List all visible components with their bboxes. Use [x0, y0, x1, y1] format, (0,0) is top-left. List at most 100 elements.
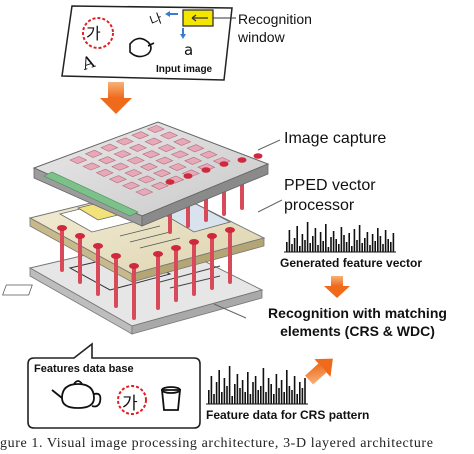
bar-mark [260, 386, 262, 404]
bar-mark [293, 376, 296, 404]
pixel-cell [184, 156, 203, 165]
bar-mark [249, 394, 252, 404]
bar-mark [379, 236, 382, 252]
pillar-contacts [57, 225, 235, 269]
bar-mark [288, 230, 291, 252]
bar-mark [325, 224, 327, 252]
figure-caption: gure 1. Visual image processing architec… [0, 436, 434, 451]
bar-mark [283, 392, 285, 404]
bar-mark [327, 247, 330, 252]
bar-mark [234, 384, 236, 404]
bar-mark [348, 233, 350, 252]
bar-mark [223, 378, 226, 404]
bar-mark [332, 231, 335, 252]
top-contacts [165, 153, 263, 185]
input-a-glyph: a [184, 41, 193, 59]
bar-mark [351, 246, 353, 252]
pixel-cell [135, 188, 154, 197]
input-ga-glyph: 가 [86, 24, 101, 43]
bar-mark [288, 386, 291, 404]
bar-mark [371, 234, 374, 252]
bar-mark [338, 244, 340, 252]
bar-mark [301, 388, 304, 404]
pixel-cell [155, 156, 174, 165]
bar-mark [330, 237, 332, 252]
pixel-cell [113, 150, 132, 159]
pixel-cell [212, 157, 231, 166]
pixel-cell [126, 156, 145, 165]
bar-mark [345, 242, 348, 252]
features-database-bubble [27, 342, 201, 429]
bar-mark [309, 243, 311, 252]
pixel-cell [153, 169, 172, 178]
bar-mark [273, 394, 275, 404]
bar-mark [267, 378, 270, 404]
pixel-cell [100, 143, 119, 152]
crs-feature-data-label: Feature data for CRS pattern [206, 408, 370, 422]
recognition-layer [2, 237, 264, 335]
bar-mark [296, 226, 298, 252]
bar-mark [304, 240, 306, 252]
bar-mark [241, 380, 244, 404]
bar-mark [296, 394, 298, 404]
callout-lines [213, 139, 283, 319]
bar-mark [247, 372, 249, 404]
bar-mark [257, 390, 259, 404]
cup-icon [161, 386, 181, 411]
bar-mark [340, 227, 343, 252]
bar-mark [358, 225, 361, 252]
generated-feature-vector-bars [286, 222, 395, 252]
pixel-cell [157, 144, 176, 153]
pped-processor-label: PPED vector processor [284, 177, 376, 214]
bar-mark [369, 245, 371, 252]
bar-mark [384, 230, 387, 252]
bar-mark [291, 390, 293, 404]
bar-mark [364, 238, 366, 252]
bar-mark [366, 232, 369, 252]
bar-mark [228, 366, 231, 404]
bar-mark [286, 242, 288, 252]
bar-mark [254, 376, 257, 404]
pixel-cell [146, 125, 165, 134]
teapot-sketch [129, 37, 155, 58]
bar-mark [278, 388, 280, 404]
bar-mark [208, 390, 210, 404]
pixel-cell [168, 163, 187, 172]
bar-mark [361, 243, 363, 252]
pixel-cell [139, 162, 158, 171]
bar-mark [226, 386, 228, 404]
bar-mark [280, 380, 283, 404]
bar-mark [312, 236, 314, 252]
pixel-cell [69, 156, 88, 165]
bar-mark [299, 382, 301, 404]
bar-mark [252, 382, 254, 404]
bar-mark [392, 233, 395, 252]
recognition-window-label: Recognition window [238, 11, 312, 45]
pixel-cell [111, 162, 130, 171]
ga-dashed-circle [82, 17, 114, 49]
image-capture-label: Image capture [284, 130, 387, 147]
bar-mark [293, 238, 296, 252]
window-inner-arrow [191, 14, 208, 22]
bar-mark [213, 394, 215, 404]
bar-mark [382, 244, 384, 252]
pixel-cell [95, 168, 114, 177]
bar-mark [374, 241, 376, 252]
vector-to-matching-arrow-icon [324, 276, 350, 298]
bar-mark [322, 241, 324, 252]
pixel-cell [128, 143, 148, 152]
bar-mark [265, 392, 267, 404]
pixel-cell [84, 149, 103, 158]
pixel-cell [124, 169, 143, 178]
pixel-cell [108, 175, 127, 184]
bar-mark [231, 396, 233, 404]
crs-to-matching-arrow-icon [305, 358, 333, 385]
bar-mark [319, 232, 322, 252]
pixel-cell [115, 137, 134, 146]
bar-mark [218, 370, 220, 404]
bar-mark [244, 392, 246, 404]
bar-mark [343, 235, 345, 252]
bar-mark [270, 384, 272, 404]
bar-mark [356, 240, 358, 252]
bar-mark [236, 374, 239, 404]
